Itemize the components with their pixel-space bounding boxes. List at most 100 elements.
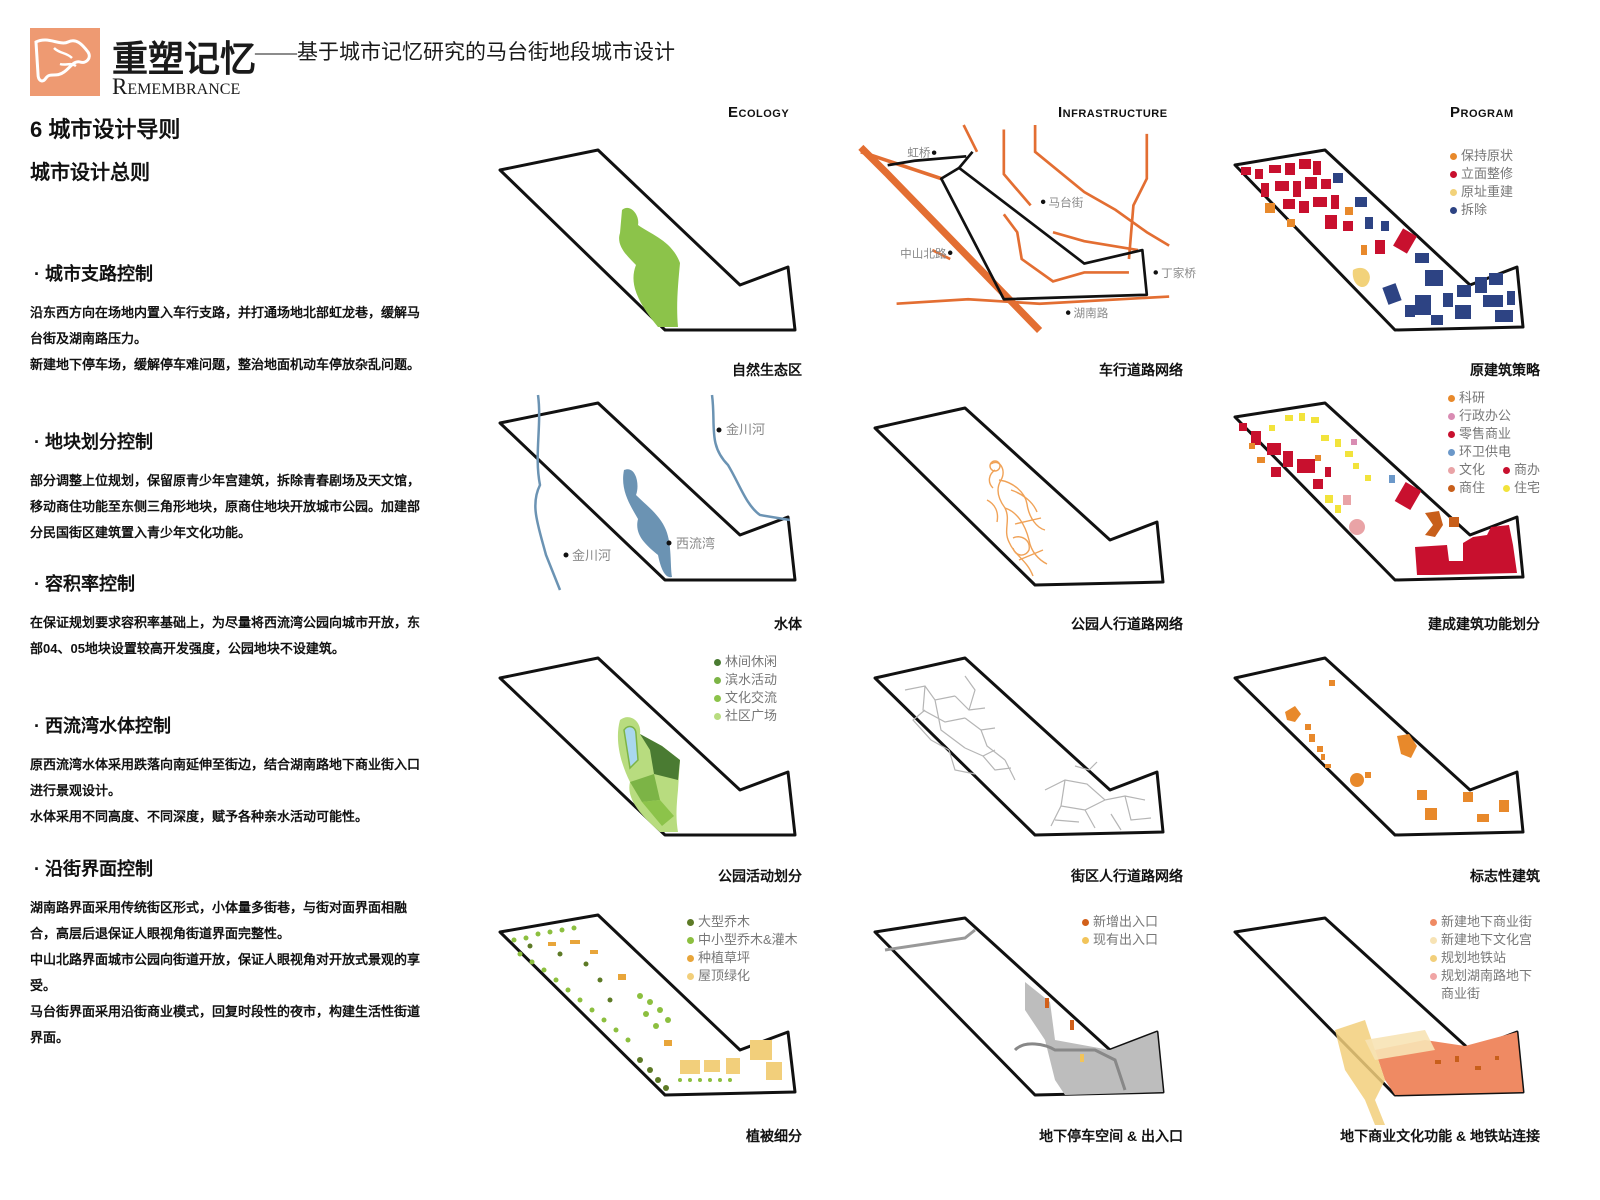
legend-item: 滨水活动 <box>714 671 777 689</box>
diagram-vegetation <box>498 913 797 1097</box>
legend-label: 现有出入口 <box>1093 932 1159 947</box>
legend-label: 科研 <box>1459 390 1486 405</box>
legend-label: 滨水活动 <box>725 672 778 687</box>
legend-dot <box>1450 170 1457 178</box>
legend-dot <box>1448 484 1455 492</box>
title-subtitle: ——基于城市记忆研究的马台街地段城市设计 <box>255 40 675 64</box>
legend-label: 林间休闲 <box>725 654 778 669</box>
rule-text: 湖南路界面采用传统街区形式，小体量多街巷，与街对面界面相融合，高层后退保证人眼视… <box>30 900 408 941</box>
legend-item: 林间休闲 <box>714 653 777 671</box>
label-hunan: 湖南路 <box>1074 306 1109 320</box>
legend-label: 规划湖南路地下 <box>1441 968 1533 983</box>
label-matai: 马台街 <box>1049 195 1084 209</box>
legend-dot <box>687 954 694 962</box>
legend-item: 文化交流 <box>714 689 777 707</box>
legend-dot <box>714 712 721 720</box>
caption-building-strategy: 原建筑策略 <box>1470 362 1540 378</box>
legend-label: 零售商业 <box>1459 426 1512 441</box>
legend-label: 大型乔木 <box>698 914 751 929</box>
legend-item: 屋顶绿化 <box>687 967 798 985</box>
rule-heading: · 容积率控制 <box>34 574 135 594</box>
caption-vegetation: 植被细分 <box>746 1128 802 1144</box>
legend-label: 环卫供电 <box>1459 444 1512 459</box>
section-subtitle: 城市设计总则 <box>30 162 150 184</box>
legend-dot <box>714 658 721 666</box>
legend-dot <box>1430 936 1437 944</box>
legend-label: 新建地下商业街 <box>1441 914 1533 929</box>
rule-text: 部分调整上位规划，保留原青少年宫建筑，拆除青春剧场及天文馆，移动商住功能至东侧三… <box>30 473 421 540</box>
legend-item: 保持原状 <box>1450 147 1513 165</box>
green-zone <box>619 207 680 327</box>
caption-natural-ecology: 自然生态区 <box>732 362 802 378</box>
legend-dot <box>714 676 721 684</box>
rule-text: 在保证规划要求容积率基础上，为尽量将西流湾公园向城市开放，东部04、05地块设置… <box>30 615 421 656</box>
legend-dot <box>687 972 694 980</box>
legend-label: 商住 <box>1459 480 1486 495</box>
rule-block: · 容积率控制 在保证规划要求容积率基础上，为尽量将西流湾公园向城市开放，东部0… <box>30 570 430 662</box>
legend-item: 科研 <box>1448 389 1540 407</box>
title-english: Remembrance <box>112 74 241 99</box>
diagram-water: 金川河 金川河 西流湾 <box>498 394 797 591</box>
legend-label: 住宅 <box>1514 480 1541 495</box>
legend-item: 行政办公 <box>1448 407 1540 425</box>
legend-dot <box>1450 206 1457 214</box>
legend-item: 原址重建 <box>1450 183 1513 201</box>
legend-item: 种植草坪 <box>687 949 798 967</box>
column-heading-program: Program <box>1450 104 1514 121</box>
legend-item: 文化商办 <box>1448 461 1540 479</box>
legend-item: 商住 住宅 <box>1448 479 1540 497</box>
legend-item: 新建地下商业街 <box>1430 913 1532 931</box>
diagram-park-activities <box>498 656 797 837</box>
legend-item: 零售商业 <box>1448 425 1540 443</box>
legend-label: 新增出入口 <box>1093 914 1159 929</box>
diagram-landmarks <box>1233 656 1525 837</box>
rule-text: 水体采用不同高度、不同深度，赋予各种亲水活动可能性。 <box>30 809 369 824</box>
legend-vegetation: 大型乔木 中小型乔木&灌木 种植草坪 屋顶绿化 <box>687 913 798 985</box>
legend-dot <box>1448 430 1455 438</box>
diagram-building-functions <box>1233 401 1525 582</box>
rule-block: · 沿街界面控制 湖南路界面采用传统街区形式，小体量多街巷，与街对面界面相融合，… <box>30 855 430 1051</box>
legend-item: 立面整修 <box>1450 165 1513 183</box>
legend-label: 保持原状 <box>1461 148 1514 163</box>
legend-dot <box>1430 972 1437 980</box>
caption-landmarks: 标志性建筑 <box>1470 868 1540 884</box>
legend-label: 新建地下文化宫 <box>1441 932 1533 947</box>
legend-park-activities: 林间休闲 滨水活动 文化交流 社区广场 <box>714 653 777 725</box>
diagram-vehicle-roads: 虹桥 马台街 中山北路 丁家桥 湖南路 <box>858 124 1196 334</box>
legend-dot <box>1450 188 1457 196</box>
legend-dot <box>1448 466 1455 474</box>
rule-block: · 西流湾水体控制 原西流湾水体采用跌落向南延伸至街边，结合湖南路地下商业街入口… <box>30 712 430 830</box>
legend-label: 商办 <box>1514 462 1541 477</box>
legend-label: 中小型乔木&灌木 <box>698 932 798 947</box>
legend-item: 大型乔木 <box>687 913 798 931</box>
legend-label: 商业街 <box>1441 986 1481 1001</box>
section-title: 6 城市设计导则 <box>30 117 181 142</box>
logo <box>30 28 100 96</box>
rule-block: · 地块划分控制 部分调整上位规划，保留原青少年宫建筑，拆除青春剧场及天文馆，移… <box>30 428 430 546</box>
legend-dot <box>1082 936 1089 944</box>
legend-label: 行政办公 <box>1459 408 1512 423</box>
rule-heading: · 西流湾水体控制 <box>34 716 171 736</box>
rule-text: 沿东西方向在场地内置入车行支路，并打通场地北部虹龙巷，缓解马台街及湖南路压力。 <box>30 305 421 346</box>
legend-dot <box>1448 412 1455 420</box>
title-main: 重塑记忆 <box>112 39 257 79</box>
legend-label: 文化交流 <box>725 690 778 705</box>
legend-dot <box>1082 918 1089 926</box>
column-heading-infrastructure: Infrastructure <box>1058 104 1168 121</box>
label-hongqiao: 虹桥 <box>907 146 931 159</box>
caption-underground-parking: 地下停车空间 & 出入口 <box>1039 1128 1183 1144</box>
legend-original-buildings: 保持原状 立面整修 原址重建 拆除 <box>1450 147 1513 219</box>
legend-dot <box>1503 466 1511 474</box>
diagram-original-buildings <box>1233 148 1525 332</box>
rule-heading: · 城市支路控制 <box>34 264 153 284</box>
label-zhongshan: 中山北路 <box>900 246 947 260</box>
legend-label: 拆除 <box>1461 202 1488 217</box>
rule-block: · 城市支路控制 沿东西方向在场地内置入车行支路，并打通场地北部虹龙巷，缓解马台… <box>30 260 430 378</box>
label-dingjia: 丁家桥 <box>1161 266 1196 280</box>
legend-dot <box>1503 484 1511 492</box>
legend-dot <box>1448 448 1455 456</box>
legend-dot <box>1450 152 1457 160</box>
rule-text: 新建地下停车场，缓解停车难问题，整治地面机动车停放杂乱问题。 <box>30 357 421 372</box>
caption-street-pedestrian: 街区人行道路网络 <box>1071 868 1183 884</box>
diagram-underground-parking <box>873 916 1165 1097</box>
